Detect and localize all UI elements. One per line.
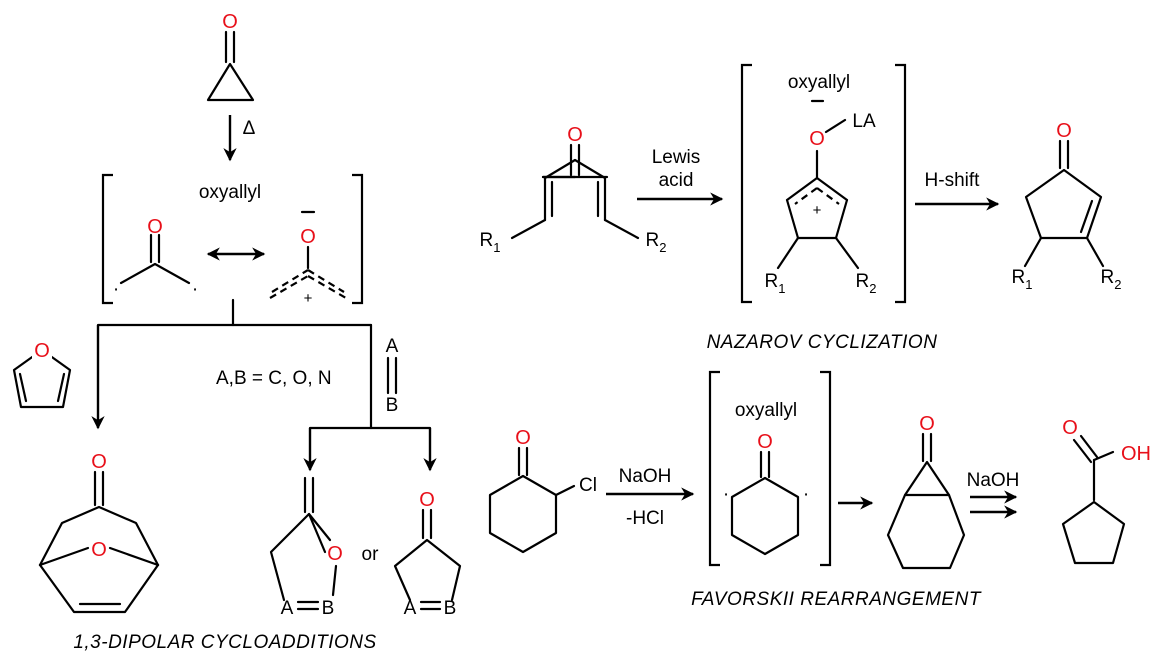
atom-b-label: B: [444, 598, 457, 619]
radical-dot: ·: [723, 484, 729, 505]
atom-a-label: A: [386, 336, 399, 357]
oxygen-label: O: [327, 543, 343, 565]
oxygen-label: O: [34, 340, 50, 362]
atom-a-label: A: [281, 598, 294, 619]
oxygen-label: O: [1062, 417, 1078, 439]
r1-label: R1: [1012, 267, 1033, 292]
r1-label: R1: [765, 271, 786, 296]
oxyallyl-label: oxyallyl: [199, 182, 261, 203]
oxygen-label: O: [809, 128, 825, 150]
favorskii-reagent-top: NaOH: [619, 466, 672, 487]
lewis-acid-reagent-line2: acid: [659, 170, 694, 191]
caption-dipolar: 1,3-DIPOLAR CYCLOADDITIONS: [73, 632, 376, 653]
oxygen-label: O: [91, 539, 107, 561]
caption-favorskii: FAVORSKII REARRANGEMENT: [691, 589, 982, 610]
oxygen-label: O: [1056, 120, 1072, 142]
caption-nazarov: NAZAROV CYCLIZATION: [707, 332, 938, 353]
lewis-acid-label: LA: [852, 111, 876, 132]
chlorine-label: Cl: [579, 475, 597, 496]
oxygen-label: O: [919, 413, 935, 435]
branch-lines: [91, 298, 437, 472]
divinyl-ketone: O R1 R2: [480, 124, 667, 255]
furan: O: [12, 338, 72, 409]
favorskii-reagent-bottom: -HCl: [626, 508, 664, 529]
oxygen-label: O: [147, 216, 163, 238]
oxygen-label: O: [419, 489, 435, 511]
h-shift-label: H-shift: [925, 170, 981, 191]
r2-label: R2: [646, 230, 667, 255]
exocyclic-product: O A B: [269, 476, 343, 619]
atom-b-label: B: [386, 395, 399, 416]
oxyallyl-label: oxyallyl: [735, 400, 797, 421]
heteroatom-definition: A,B = C, O, N: [216, 368, 332, 389]
lewis-acid-reagent-line1: Lewis: [652, 147, 701, 168]
oxyallyl-resonance: oxyallyl O · · O +: [101, 173, 364, 307]
radical-dot: ·: [803, 484, 809, 505]
plus-charge: +: [304, 290, 313, 307]
oxygen-label: O: [222, 11, 238, 33]
oxyallyl-label: oxyallyl: [788, 72, 850, 93]
r2-label: R2: [856, 271, 877, 296]
r1-label: R1: [480, 230, 501, 255]
oxygen-label: O: [567, 124, 583, 146]
radical-dot: ·: [192, 279, 198, 300]
favorskii-reagent-second: NaOH: [967, 470, 1020, 491]
oxyallyl-cation: oxyallyl O LA + R1 R2: [740, 63, 907, 304]
atom-a-label: A: [404, 598, 417, 619]
oxabicycle-product: O O: [38, 451, 160, 614]
ketone-product: O A B: [393, 489, 462, 619]
cyclopropanone: O: [206, 11, 255, 102]
cyclohexyl-oxyallyl: oxyallyl O · ·: [708, 370, 832, 567]
radical-dot: ·: [113, 279, 119, 300]
hydroxyl-label: OH: [1121, 443, 1151, 465]
heat-symbol: Δ: [243, 118, 256, 139]
chlorocyclohexanone: O Cl: [488, 427, 597, 554]
oxygen-label: O: [91, 451, 107, 473]
oxygen-label: O: [757, 431, 773, 453]
oxygen-label: O: [300, 226, 316, 248]
cyclopentenone: O R1 R2: [1012, 120, 1122, 292]
dipolarophile: A B: [386, 336, 399, 416]
atom-b-label: B: [322, 598, 335, 619]
bicyclic-cyclopropanone: O: [886, 413, 966, 570]
plus-charge: +: [813, 202, 822, 219]
or-label: or: [362, 544, 380, 565]
r2-label: R2: [1101, 267, 1122, 292]
oxygen-label: O: [515, 427, 531, 449]
cyclopentanecarboxylic-acid: O OH: [1061, 417, 1151, 565]
